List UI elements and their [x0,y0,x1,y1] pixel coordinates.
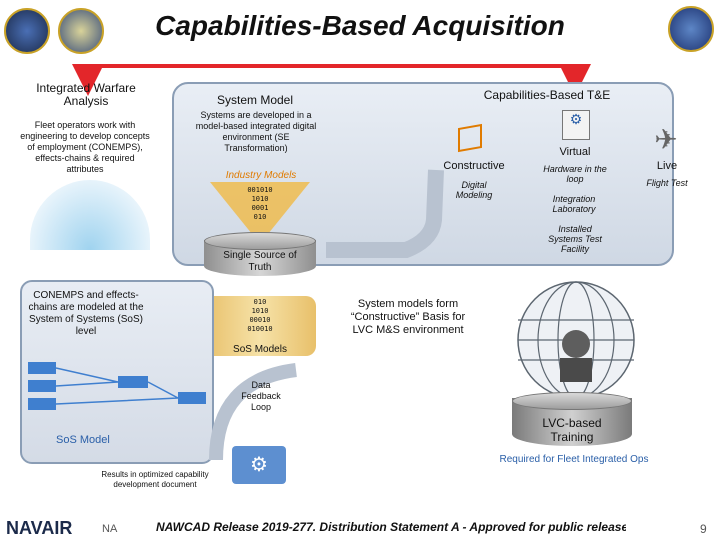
system-model-text: Systems are developed in a model-based i… [195,110,317,153]
folder-gear-icon: ⚙ [232,446,286,484]
code-line: 010 [253,298,267,306]
lvc-globe [517,281,635,399]
code-line: 010010 [247,325,273,333]
sos-models-label: SoS Models [233,344,287,355]
live-label: Live [656,160,678,172]
code-line: 001010 [247,186,273,194]
required-note: Required for Fleet Integrated Ops [499,454,649,465]
iwa-title: Integrated Warfare Analysis [36,81,136,108]
footer-bar [0,516,720,540]
conemps-text: CONEMPS and effects-chains are modeled a… [28,290,144,337]
te-title: Capabilities-Based T&E [483,88,611,102]
hil-label: Hardware in the loop [543,164,607,184]
code-line: 00010 [249,316,271,324]
code-bottom: 010 1010 00010 010010 [232,298,288,334]
jet-icon: ✈ [654,124,678,155]
code-line: 1010 [251,307,269,315]
feedback-label: Data Feedback Loop [241,380,281,412]
code-line: 0001 [251,204,269,212]
feedback-arrow [209,363,297,461]
digital-modeling-label: Digital Modeling [455,180,493,200]
lvc-note: System models form “Constructive” Basis … [350,298,466,336]
single-source-label: Single Source of Truth [223,250,297,273]
lvc-training-label: LVC-based Training [542,416,602,444]
constructive-arrow [326,169,444,258]
squadron-seal-icon [58,8,104,54]
results-text: Results in optimized capability developm… [101,470,209,489]
constructive-icon [458,123,482,153]
funnel-graphic [210,182,310,234]
sos-models-cylinder [204,296,316,356]
virtual-icon: ⚙ [562,110,590,140]
flight-test-label: Flight Test [646,178,688,188]
iwa-text: Fleet operators work with engineering to… [20,120,150,174]
code-top: 001010 1010 0001 010 [230,186,290,222]
virtual-label: Virtual [559,146,591,158]
istf-label: Installed Systems Test Facility [548,224,602,254]
sos-model-label: SoS Model [56,434,110,446]
integration-lab-label: Integration Laboratory [552,194,596,214]
industry-models-label: Industry Models [225,170,297,181]
single-source-cylinder-top [204,232,316,250]
cte-seal-icon [668,6,714,52]
constructive-label: Constructive [443,160,505,172]
navair-logo: NAVAIR [6,518,73,538]
footer-na: NA [102,523,118,535]
system-model-title: System Model [216,93,294,107]
code-line: 010 [253,213,267,221]
page-number: 9 [700,522,707,536]
lvc-training-cylinder-top [512,392,632,410]
page-title: Capabilities-Based Acquisition [155,10,565,41]
sos-diagram [28,362,206,410]
code-line: 1010 [251,195,269,203]
navair-seal-icon [4,8,50,54]
footer-release: NAWCAD Release 2019-277. Distribution St… [156,520,626,534]
